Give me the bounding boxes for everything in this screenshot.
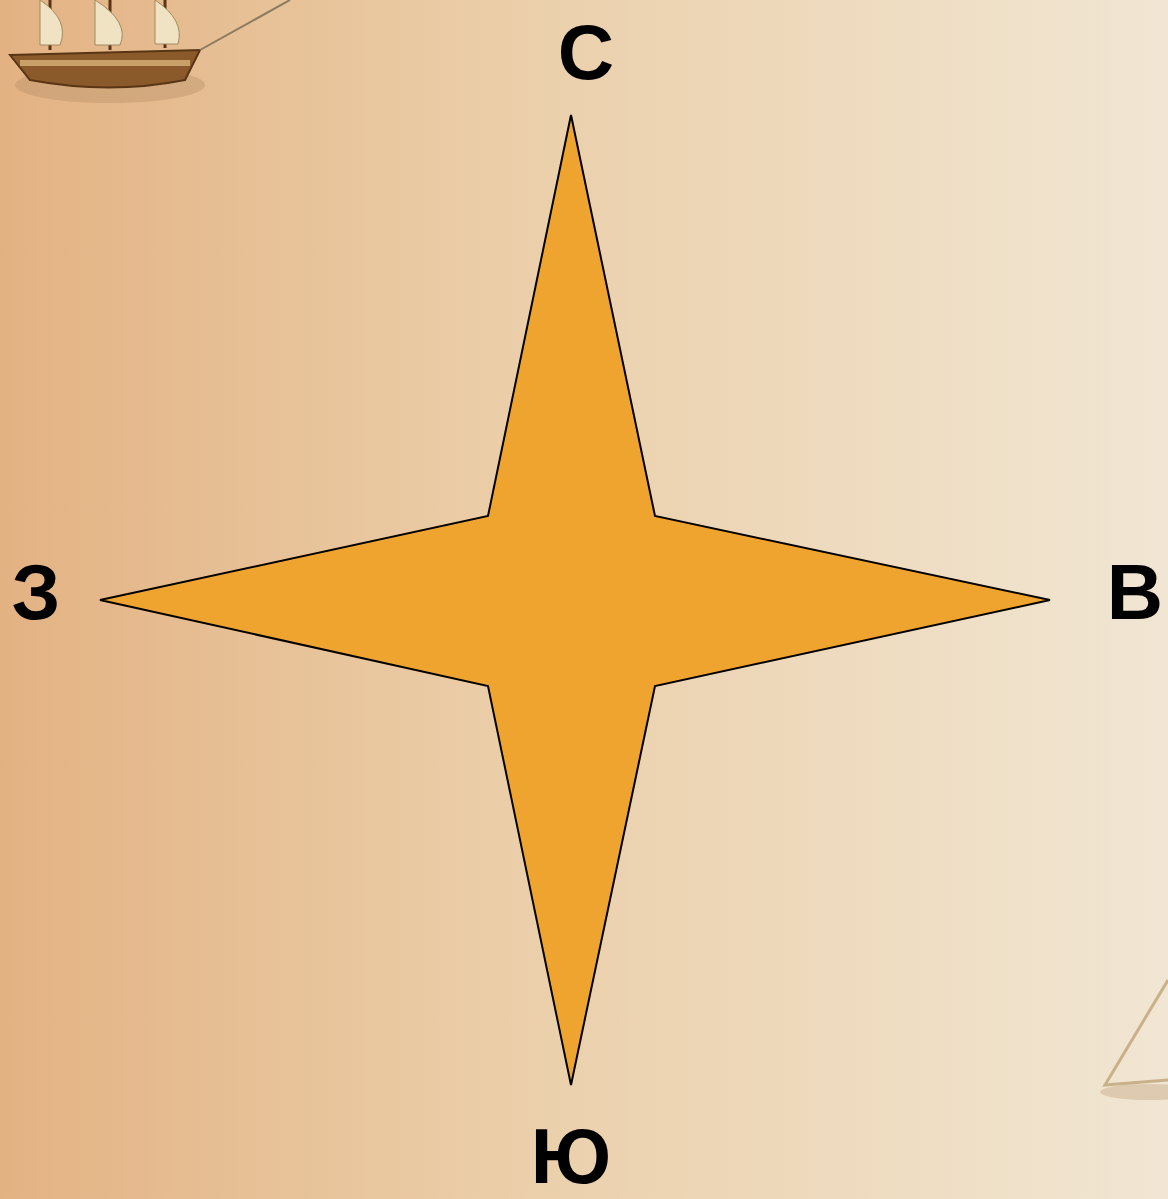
direction-label: Ю xyxy=(531,1117,611,1195)
direction-label: В xyxy=(1107,553,1163,631)
ship-mast-fragment xyxy=(1100,980,1168,1100)
direction-label: З xyxy=(12,553,61,631)
compass-star xyxy=(100,115,1050,1085)
direction-label: С xyxy=(558,13,614,91)
ship-picture xyxy=(10,0,290,103)
